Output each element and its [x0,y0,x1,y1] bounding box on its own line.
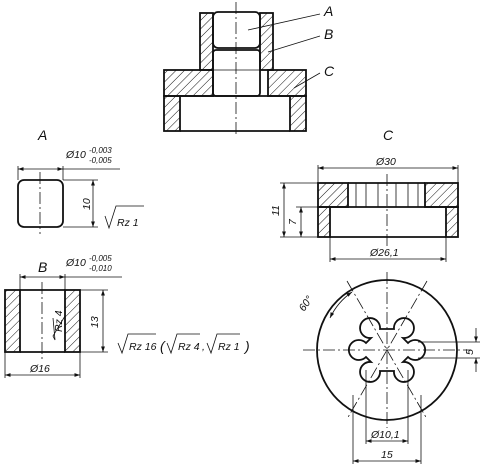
part-c-right-top [424,182,459,208]
part-a-height: 10 [81,198,93,210]
part-c-lobed-bore [347,317,427,383]
assembly-die-right-lip [289,95,307,132]
separator: , [202,341,205,353]
part-b-diameter: Ø10 [65,257,86,269]
part-b-right-wall [64,289,81,353]
assembly-pin-lower [212,49,261,97]
part-b-height: 13 [89,316,101,328]
callout-label-a: A [323,3,333,19]
part-b-roughness-alt-2: Rz 1 [218,341,240,353]
part-b-left-wall [4,289,21,353]
callout-label-b: B [324,26,333,42]
roughness-alt-1-icon [166,333,200,355]
part-c-height-step: 7 [287,218,299,225]
assembly-pin-upper [212,11,261,49]
part-c-section-view: C Ø30 11 7 Ø26,1 [270,127,459,262]
part-c-left-top [317,182,349,208]
part-c-outer-diameter: Ø30 [375,156,396,168]
part-c-span: 15 [381,449,393,461]
paren-open: ( [160,338,166,354]
part-c-plan-view: 60° 5 Ø10,1 15 [297,272,480,464]
part-a-diameter: Ø10 [65,149,86,161]
roughness-symbol-icon [104,205,144,230]
part-c-left-lip [317,206,331,238]
roughness-main-icon [117,333,156,355]
part-a-title: A [37,127,47,143]
callout-label-c: C [324,63,335,79]
assembly-sleeve-right-wall [259,12,274,71]
part-c-slot-width: 5 [464,349,476,355]
part-b-tolerance-upper: -0,005 [89,254,112,263]
assembly-die-right-wall [267,69,307,97]
assembly-view: A B C [163,2,335,136]
part-a-tolerance-lower: -0,005 [89,156,112,165]
part-b-view: B Ø10 -0,005 -0,010 Rz 4 13 Ø16 Rz 16 ( … [4,254,250,378]
paren-close: ) [243,338,250,354]
part-b-title: B [38,259,47,275]
part-b-roughness-main: Rz 16 [129,341,157,353]
bore-roughness-symbol-icon [52,315,66,341]
part-a-view: A Ø10 -0,003 -0,005 10 Rz 1 [17,127,144,234]
part-c-height-total: 11 [270,205,282,216]
part-b-roughness-alt-1: Rz 4 [178,341,200,353]
part-c-angle: 60° [297,294,316,314]
part-b-outer-diameter: Ø16 [29,363,50,375]
part-c-title: C [383,127,394,143]
part-c-right-lip [445,206,459,238]
part-b-tolerance-lower: -0,010 [89,264,112,273]
part-b-bore-roughness: Rz 4 [53,310,65,332]
roughness-alt-2-icon [206,333,240,355]
assembly-die-left-wall [163,69,214,97]
part-c-bore-diameter: Ø10,1 [370,429,400,441]
part-a-roughness: Rz 1 [117,217,139,229]
assembly-sleeve-left-wall [199,12,214,71]
part-a-pin-body [17,179,64,228]
part-a-tolerance-upper: -0,003 [89,146,112,155]
assembly-die-left-lip [163,95,181,132]
part-c-recess-diameter: Ø26,1 [369,247,399,259]
